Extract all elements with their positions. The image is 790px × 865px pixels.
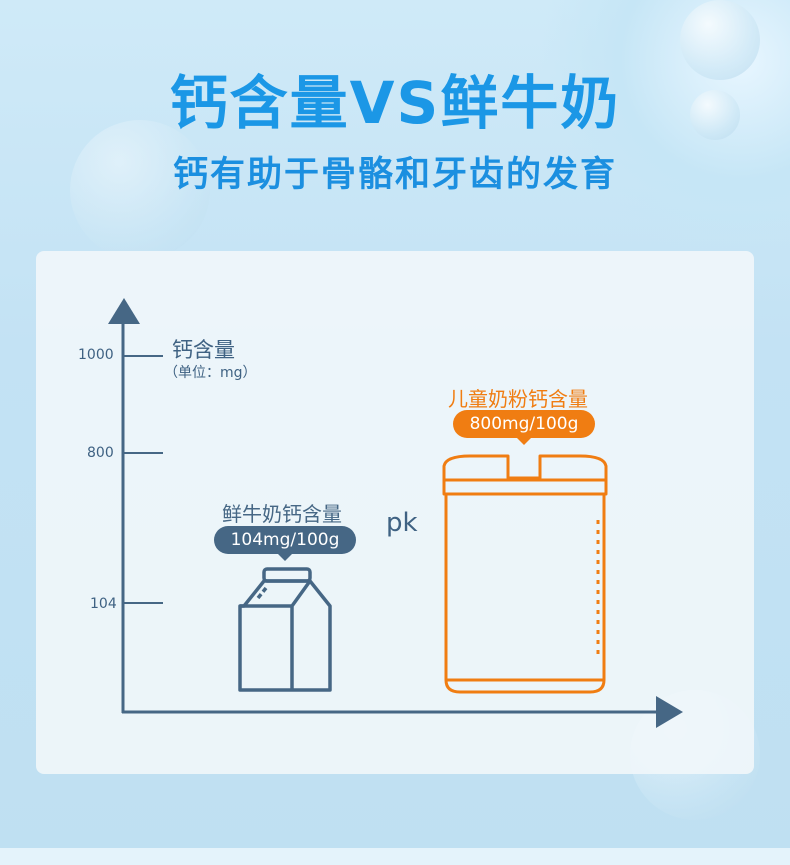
milk-carton-icon — [238, 567, 332, 692]
milk-label: 鲜牛奶钙含量 — [222, 502, 342, 526]
page-subtitle: 钙有助于骨骼和牙齿的发育 — [172, 155, 617, 195]
bottom-band — [0, 848, 790, 865]
y-axis-title: 钙含量 — [172, 338, 235, 362]
formula-value-badge: 800mg/100g — [453, 410, 595, 445]
molecule-decoration — [680, 0, 760, 80]
y-axis-arrow — [108, 298, 140, 324]
y-tick-104: 104 — [90, 596, 117, 612]
milk-value-badge: 104mg/100g — [214, 526, 356, 561]
x-axis-arrow — [656, 696, 683, 728]
formula-can-icon — [442, 454, 608, 694]
y-tick-800: 800 — [87, 445, 114, 461]
pk-label: pk — [386, 508, 418, 538]
formula-label: 儿童奶粉钙含量 — [448, 387, 588, 411]
y-tick-1000: 1000 — [78, 347, 114, 363]
molecule-decoration — [690, 90, 740, 140]
molecule-decoration — [70, 120, 210, 260]
chart-panel — [36, 251, 754, 774]
page-title: 钙含量VS鲜牛奶 — [169, 69, 621, 137]
y-axis-unit: （单位：mg） — [164, 365, 257, 381]
